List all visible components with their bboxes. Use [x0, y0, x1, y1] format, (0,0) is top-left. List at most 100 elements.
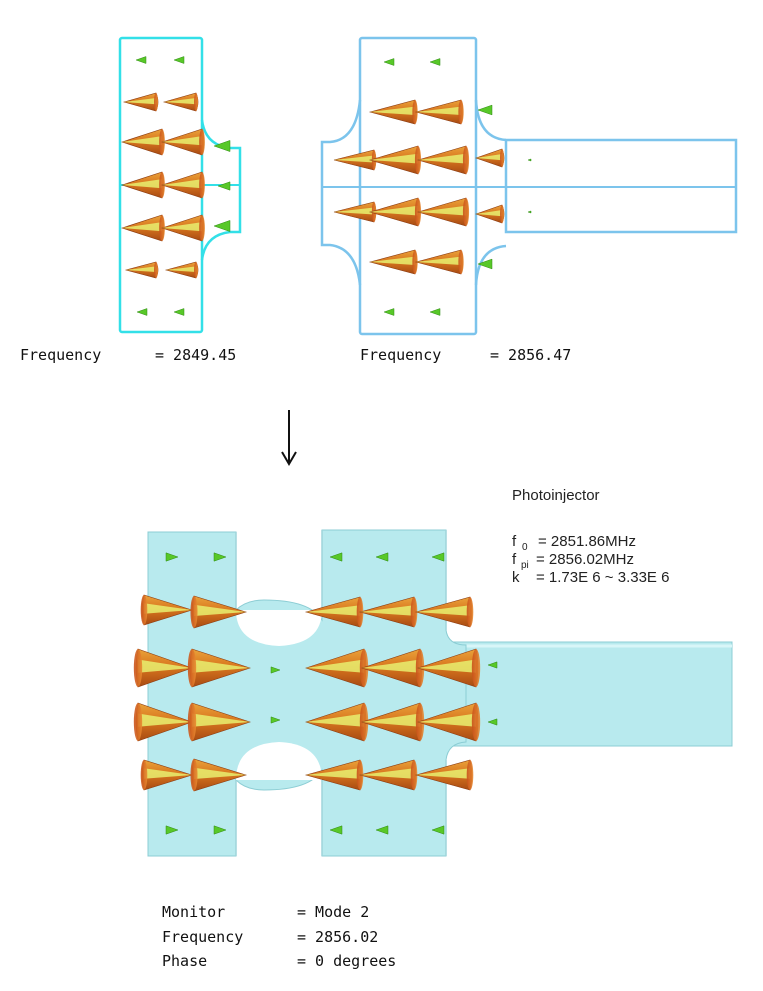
iris-lower-cutout: [236, 742, 322, 780]
field-arrow-cone: [368, 197, 422, 227]
phase-label: Phase: [162, 952, 207, 970]
field-arrow-cone: [368, 99, 418, 125]
small-field-arrow: [383, 308, 395, 316]
top-right-frequency-value: = 2856.47: [490, 346, 571, 364]
small-field-arrow: [270, 716, 281, 724]
field-arrow-cone: [133, 648, 193, 688]
small-field-arrow: [165, 825, 179, 835]
field-arrow-cone: [417, 702, 481, 742]
small-field-arrow: [429, 58, 441, 66]
small-field-arrow: [213, 552, 227, 562]
small-field-arrow: [270, 666, 281, 674]
field-arrow-cone: [121, 214, 165, 242]
small-field-arrow: [165, 552, 179, 562]
monitor-readout: Monitor = Mode 2 Frequency = 2856.02 Pha…: [162, 903, 396, 970]
field-arrow-cone: [187, 702, 251, 742]
field-arrow-cone: [161, 214, 205, 242]
small-field-arrow: [329, 825, 343, 835]
f0-value: = 2851.86MHz: [538, 533, 636, 550]
field-arrow-cone: [358, 759, 418, 791]
k-symbol: k: [512, 569, 520, 586]
small-field-arrow: [135, 56, 147, 64]
field-arrow-cone: [124, 261, 159, 279]
small-field-arrow: [429, 308, 441, 316]
small-field-arrow: [431, 825, 445, 835]
top-right-frequency-label: Frequency: [360, 346, 441, 364]
field-arrow-cone: [414, 596, 474, 628]
field-arrow-cone: [416, 145, 470, 175]
small-field-arrow: [487, 718, 498, 726]
field-arrow-cone: [417, 648, 481, 688]
phase-value: = 0 degrees: [297, 952, 396, 970]
field-arrow-cone: [305, 648, 369, 688]
fpi-symbol: f: [512, 551, 517, 568]
photoinjector-field-arrows: [133, 552, 498, 835]
field-arrow-cone: [414, 99, 464, 125]
top-left-iris-outline: [200, 119, 242, 261]
field-arrow-cone: [475, 148, 505, 168]
half-cell-body: [147, 529, 467, 857]
f0-symbol: f: [512, 533, 517, 550]
field-arrow-cone: [368, 249, 418, 275]
small-field-arrow: [173, 308, 185, 316]
small-field-arrow: [329, 552, 343, 562]
field-arrow-cone: [162, 92, 199, 112]
field-arrow-cone: [361, 702, 425, 742]
small-field-arrow: [477, 258, 493, 270]
small-field-arrow: [527, 158, 532, 162]
iris-upper-cutout: [236, 610, 322, 646]
field-arrow-cone: [304, 759, 364, 791]
top-right-cavity: [320, 36, 738, 336]
f0-subscript: 0: [522, 542, 528, 553]
field-arrow-cone: [414, 759, 474, 791]
monitor-value: = Mode 2: [297, 903, 369, 921]
field-arrow-cone: [122, 92, 159, 112]
small-field-arrow: [136, 308, 148, 316]
top-left-field-arrows: [121, 56, 231, 316]
field-arrow-cone: [133, 702, 193, 742]
fpi-value: = 2856.02MHz: [536, 551, 634, 568]
field-arrow-cone: [358, 596, 418, 628]
monitor-label: Monitor: [162, 903, 225, 921]
small-field-arrow: [383, 58, 395, 66]
frequency-value: = 2856.02: [297, 928, 378, 946]
photoinjector-parameters: f 0 = 2851.86MHz f pi = 2856.02MHz k = 1…: [512, 533, 669, 586]
small-field-arrow: [487, 661, 498, 669]
small-field-arrow: [173, 56, 185, 64]
small-field-arrow: [527, 210, 532, 214]
small-field-arrow: [431, 552, 445, 562]
small-field-arrow: [477, 104, 493, 116]
top-left-frequency-value: = 2849.45: [155, 346, 236, 364]
photoinjector-title: Photoinjector: [512, 487, 600, 504]
field-arrow-cone: [333, 149, 377, 171]
field-arrow-cone: [368, 145, 422, 175]
field-arrow-cone: [190, 758, 248, 792]
field-arrow-cone: [164, 261, 199, 279]
top-right-iris-right-outline: [474, 99, 507, 286]
k-value: = 1.73E 6 ~ 3.33E 6: [536, 569, 669, 586]
top-left-frequency-label: Frequency: [20, 346, 101, 364]
small-field-arrow: [213, 825, 227, 835]
small-field-arrow: [375, 825, 389, 835]
field-arrow-cone: [121, 128, 165, 156]
field-arrow-cone: [187, 648, 251, 688]
field-arrow-cone: [161, 128, 205, 156]
small-field-arrow: [213, 140, 231, 152]
frequency-label: Frequency: [162, 928, 243, 946]
fpi-subscript: pi: [521, 560, 529, 571]
down-arrow-icon: [281, 410, 297, 466]
top-right-iris-outline: [320, 99, 362, 286]
beampipe-body: [439, 641, 733, 747]
small-field-arrow: [213, 220, 231, 232]
field-arrow-cone: [416, 197, 470, 227]
small-field-arrow: [375, 552, 389, 562]
field-arrow-cone: [121, 171, 165, 199]
field-arrow-cone: [161, 171, 205, 199]
field-arrow-cone: [140, 594, 194, 626]
small-field-arrow: [217, 181, 231, 191]
field-arrow-cone: [190, 595, 248, 629]
field-arrow-cone: [414, 249, 464, 275]
field-arrow-cone: [475, 204, 505, 224]
field-arrow-cone: [140, 759, 194, 791]
